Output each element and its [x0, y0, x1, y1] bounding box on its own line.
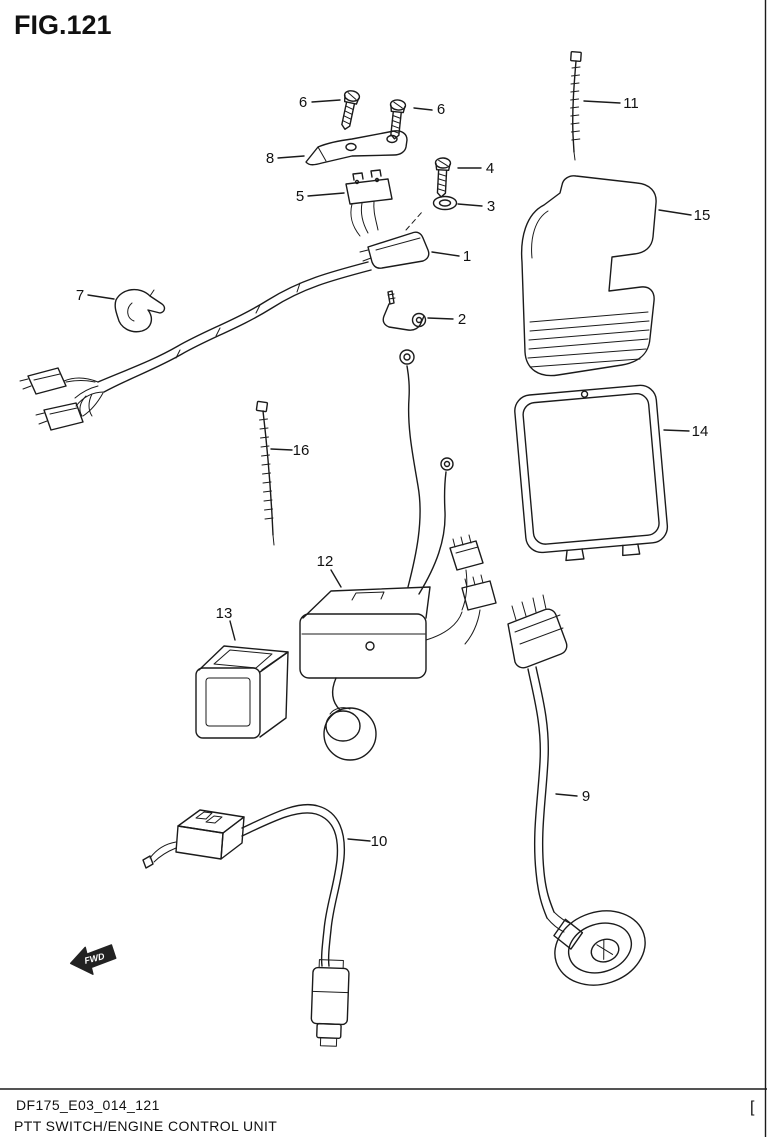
part-7-clamp: [114, 289, 166, 333]
relay-connector-upper: [449, 534, 484, 611]
part-1-connector: [359, 211, 430, 269]
figure-code: DF175_E03_014_121: [16, 1097, 160, 1113]
callout-13: 13: [216, 605, 233, 622]
part-14-engine-control-unit: [514, 384, 669, 562]
callout-11: 11: [623, 95, 639, 112]
leader-lines: [87, 99, 692, 842]
fwd-label: FWD: [83, 951, 106, 966]
main-wire-harness: [19, 261, 372, 431]
part-3-washer: [432, 195, 458, 211]
figure-caption: PTT SWITCH/ENGINE CONTROL UNIT: [14, 1118, 277, 1134]
part-9-wiring-harness: [507, 594, 646, 986]
callout-5: 5: [296, 188, 304, 205]
corner-bracket: [: [750, 1099, 755, 1116]
callout-3: 3: [487, 198, 495, 215]
part-12-relay-assembly: [299, 349, 497, 761]
callout-10: 10: [371, 833, 388, 850]
part-5-switch: [345, 169, 393, 237]
relay-connector-lower: [461, 574, 497, 645]
callout-9: 9: [582, 788, 590, 805]
harness-connector-lower: [35, 392, 104, 431]
harness-connector-upper: [19, 367, 96, 395]
callout-8: 8: [266, 150, 274, 167]
callout-4: 4: [486, 160, 494, 177]
part-16-cable-tie: [255, 400, 275, 546]
callout-labels: 6 6 8 5 4 3 1 2 7 11 15 14 16 12 13 10 9: [76, 94, 711, 850]
relay-round-cap-connector: [323, 707, 377, 761]
fwd-direction-arrow: FWD: [69, 944, 117, 975]
part-13-connector-cover: [195, 645, 289, 739]
part-8-bracket-plate: [305, 130, 408, 166]
part-4-screw: [433, 156, 452, 199]
round-grommet-connector: [553, 910, 646, 986]
callout-12: 12: [317, 553, 334, 570]
callout-7: 7: [76, 287, 84, 304]
figure-title: FIG.121: [14, 10, 112, 40]
callout-15: 15: [694, 207, 711, 224]
part-2-bracket: [382, 290, 427, 331]
part-15-ecu-cover: [520, 175, 657, 377]
callout-6-left: 6: [299, 94, 307, 111]
part-6-screw-right: [386, 98, 407, 141]
callout-1: 1: [463, 248, 471, 265]
part-10-ptt-switch: [142, 803, 350, 1047]
callout-6-right: 6: [437, 101, 445, 118]
ptt-switch-connector: [310, 959, 350, 1047]
part-11-cable-tie: [570, 51, 582, 161]
callout-16: 16: [293, 442, 310, 459]
callout-14: 14: [692, 423, 709, 440]
part-6-screw-left: [336, 88, 362, 132]
callout-2: 2: [458, 311, 466, 328]
